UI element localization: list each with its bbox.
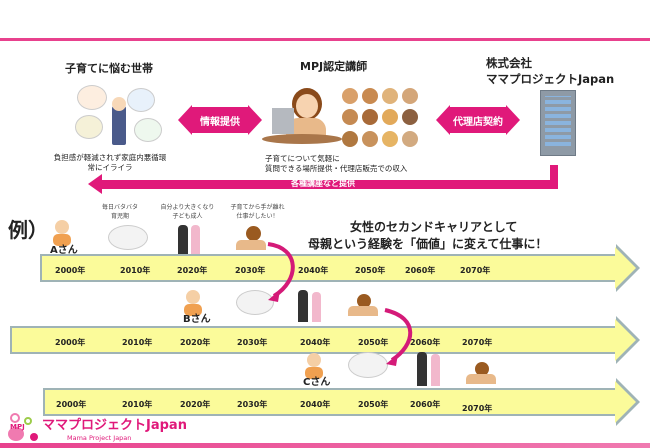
year-label: 2020年 [180, 338, 211, 347]
year-label: 2070年 [462, 404, 493, 413]
year-label: 2030年 [235, 266, 266, 275]
example-label: 例） [8, 218, 48, 242]
company-title-2: ママプロジェクトJapan [486, 72, 615, 86]
year-label: 2060年 [405, 266, 436, 275]
mpj-logo-icon: MPJ [6, 413, 38, 443]
year-label: 2020年 [177, 266, 208, 275]
desk-icon [348, 306, 378, 316]
headline: 女性のセカンドキャリアとして 母親という経験を「価値」に変えて仕事に！ [308, 219, 558, 253]
year-label: 2060年 [410, 400, 441, 409]
year-label: 2030年 [237, 400, 268, 409]
household-title: 子育てに悩む世帯 [65, 62, 153, 75]
year-label: 2040年 [300, 400, 331, 409]
adult-child-icon [191, 225, 200, 255]
person-c-body [305, 367, 323, 379]
person-label: Cさん [303, 377, 331, 388]
household-illustration [72, 85, 167, 150]
headline-1: 女性のセカンドキャリアとして [350, 220, 518, 234]
person-b-body [184, 304, 202, 316]
timelines [10, 0, 640, 448]
instructor-icon [475, 362, 489, 376]
busy-mom-icon [348, 352, 388, 378]
year-label: 2040年 [300, 338, 331, 347]
instructor-caption-1: 子育てについて気軽に [265, 154, 340, 163]
agency-contract-arrow: 代理店契約 [436, 105, 520, 135]
logo-name: ママプロジェクトJapan [42, 418, 187, 433]
person-b-icon [186, 290, 200, 304]
instructor-caption-2: 質問できる場所提供・代理店販売での収入 [265, 164, 408, 173]
year-label: 2010年 [120, 266, 151, 275]
adult-child-icon [178, 225, 188, 255]
courses-provided-arrow: 各種講座など提供 [88, 165, 560, 200]
person-c-icon [307, 353, 321, 367]
note: 毎日バタバタ [101, 204, 138, 211]
desk-icon [466, 374, 496, 384]
person-label: Bさん [183, 314, 211, 325]
year-label: 2030年 [237, 338, 268, 347]
year-label: 2050年 [355, 266, 386, 275]
instructor-title: MPJ認定講師 [300, 60, 368, 73]
instructor-icon [357, 294, 371, 308]
note: 育児期 [110, 213, 129, 220]
headline-2: 母親という経験を「価値」に変えて仕事に！ [308, 237, 548, 251]
instructor-faces [342, 88, 418, 148]
timeline-c-tip [615, 378, 640, 426]
desk-icon [236, 240, 266, 250]
busy-mom-icon [108, 225, 148, 250]
adult-child-icon [431, 354, 440, 386]
company-building-icon [540, 90, 576, 156]
household-caption-2: 常にイライラ [87, 163, 133, 172]
timeline-b-tip [615, 316, 640, 364]
timeline-a [40, 254, 618, 282]
year-label: 2020年 [180, 400, 211, 409]
logo-subtitle: Mama Project Japan [67, 434, 132, 442]
instructor-icon [246, 226, 261, 241]
info-exchange-arrow: 情報提供 [178, 105, 262, 135]
timeline-a-tip [615, 244, 640, 292]
adult-child-icon [312, 292, 321, 322]
company-title: 株式会社 ママプロジェクトJapan [486, 55, 614, 87]
timeline-c [43, 388, 618, 416]
bottom-bar [0, 443, 650, 448]
person-a-body [53, 234, 71, 246]
note: 子ども成人 [172, 213, 203, 220]
year-label: 2000年 [55, 266, 86, 275]
company-title-1: 株式会社 [486, 56, 532, 70]
note: 子育てから手が離れ [230, 204, 285, 211]
year-label: 2040年 [298, 266, 329, 275]
year-label: 2050年 [358, 338, 389, 347]
year-label: 2000年 [56, 400, 87, 409]
year-label: 2010年 [122, 400, 153, 409]
note: 仕事がしたい！ [236, 213, 279, 220]
year-label: 2050年 [358, 400, 389, 409]
busy-mom-icon [236, 290, 274, 315]
top-divider [0, 38, 650, 41]
year-label: 2000年 [55, 338, 86, 347]
adult-child-icon [417, 352, 427, 386]
year-label: 2060年 [410, 338, 441, 347]
adult-child-icon [298, 290, 308, 322]
year-label: 2070年 [462, 338, 493, 347]
person-a-icon [55, 220, 69, 234]
instructor-illustration [262, 88, 342, 150]
note: 自分より大きくなり [160, 204, 215, 211]
person-label: Aさん [50, 245, 78, 256]
year-label: 2070年 [460, 266, 491, 275]
year-label: 2010年 [122, 338, 153, 347]
household-caption-1: 負担感が軽減されず家庭内悪循環 [53, 153, 167, 162]
